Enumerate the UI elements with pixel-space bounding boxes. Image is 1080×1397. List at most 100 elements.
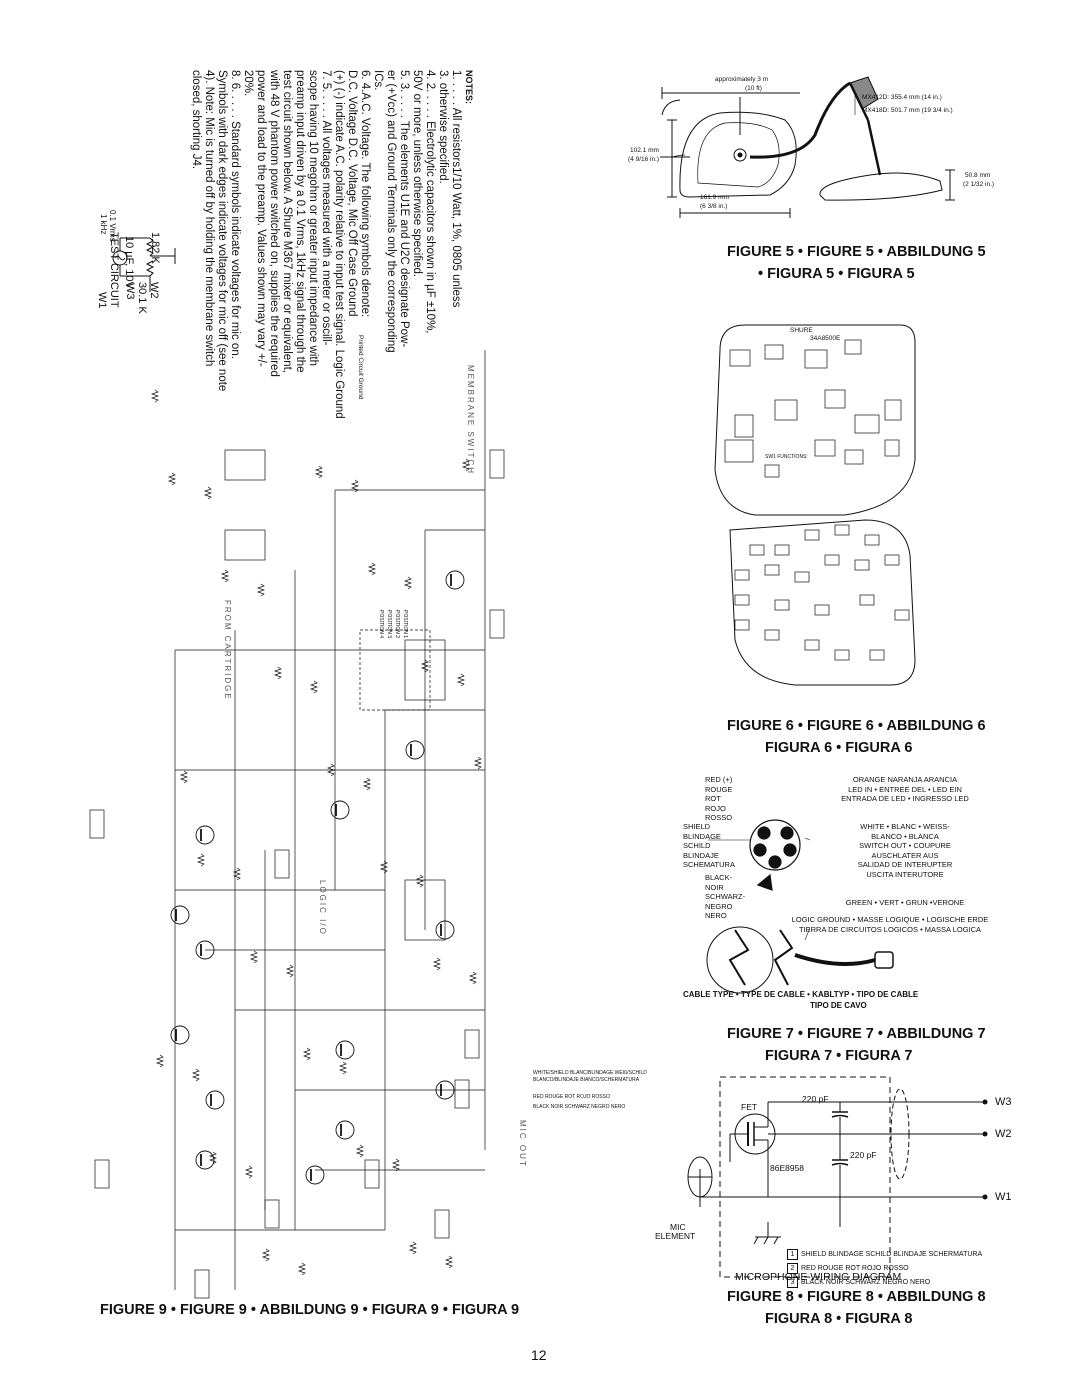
voltage-box	[454, 1079, 470, 1109]
pcb-component	[774, 599, 790, 611]
transistor-symbol	[170, 1025, 190, 1045]
pcb-component	[794, 571, 810, 583]
figure-6-pcb	[714, 324, 916, 686]
pcb-component	[884, 439, 900, 457]
resistor-symbol	[473, 756, 483, 770]
resistor-symbol	[362, 777, 372, 791]
resistor-symbol	[444, 1255, 454, 1269]
figure-6-caption-1: FIGURE 6 • FIGURE 6 • ABBILDUNG 6	[727, 718, 986, 734]
pcb-component	[869, 649, 885, 661]
transistor-symbol	[445, 570, 465, 590]
pcb-component	[749, 544, 765, 556]
resistor-symbol	[196, 853, 206, 867]
fig7-cable-type-2: TIPO DE CAVO	[810, 1001, 867, 1010]
fig8-legend-3: BLACK NOIR SCHWARZ NEGRO NERO	[801, 1279, 931, 1286]
schematic-figure-9	[89, 350, 505, 1299]
pcb-component	[734, 569, 750, 581]
pcb-component	[804, 349, 828, 369]
resistor-symbol	[367, 562, 377, 576]
fig8-w3: W3	[995, 1096, 1012, 1108]
fig8-part: 86E8958	[770, 1163, 805, 1173]
membrane-switch-label: MEMBRANE SWITCH	[466, 365, 475, 475]
mic-out-label: MIC OUT	[518, 1120, 527, 1168]
test-w3: W3	[124, 283, 136, 300]
voltage-box	[274, 849, 290, 879]
pcb-component	[729, 349, 751, 367]
resistor-symbol	[326, 763, 336, 777]
pcb-component	[844, 449, 864, 465]
test-circuit	[112, 237, 176, 292]
fig8-fet: FET	[741, 1102, 758, 1112]
resistor-symbol	[408, 1241, 418, 1255]
position-3: POSITION 3	[386, 610, 392, 639]
wire-label-1: WHITE/SHIELD BLANC/BLINDAGE WEIß/SCHILD	[533, 1070, 647, 1076]
figure-8-caption-1: FIGURE 8 • FIGURE 8 • ABBILDUNG 8	[727, 1289, 986, 1305]
pcb-component	[764, 464, 780, 478]
transistor-symbol	[205, 1090, 225, 1110]
resistor-symbol	[403, 576, 413, 590]
resistor-symbol	[302, 1047, 312, 1061]
resistor-symbol	[297, 1262, 307, 1276]
fig5-height-in: (4 9/16 in.)	[628, 156, 660, 163]
fig5-base-mm: 50.8 mm	[965, 172, 991, 179]
figure-5-caption-2: • FIGURA 5 • FIGURA 5	[758, 266, 915, 282]
figure-9-caption: FIGURE 9 • FIGURE 9 • ABBILDUNG 9 • FIGU…	[100, 1302, 520, 1318]
transistor-symbol	[305, 1165, 325, 1185]
fig5-dim-length: approximately 3 m	[715, 76, 769, 83]
voltage-box	[89, 809, 105, 839]
wire-label-2: BLANCO/BLINDAJE BIANCO/SCHERMATURA	[533, 1077, 640, 1083]
fig7-cable-type: CABLE TYPE • TYPE DE CABLE • KABLTYP • T…	[683, 990, 919, 999]
pcb-component	[834, 524, 850, 536]
resistor-symbol	[179, 770, 189, 784]
resistor-symbol	[391, 1158, 401, 1172]
pcb-component	[854, 414, 880, 434]
resistor-symbol	[468, 971, 478, 985]
pcb-component	[824, 554, 840, 566]
pcb-component	[814, 604, 830, 616]
resistor-symbol	[309, 680, 319, 694]
fig8-w2: W2	[995, 1128, 1012, 1140]
transistor-symbol	[195, 825, 215, 845]
voltage-box	[464, 1029, 480, 1059]
fig7-right-labels-b: WHITE • BLANC • WEISS- BLANCO • BLANCA S…	[857, 822, 953, 879]
fig8-mic: MIC	[670, 1222, 686, 1232]
pcb-component	[734, 414, 754, 438]
resistor-symbol	[203, 486, 213, 500]
figure-7-caption-1: FIGURE 7 • FIGURE 7 • ABBILDUNG 7	[727, 1026, 986, 1042]
pcb-component	[884, 554, 900, 566]
fig5-width-mm: 161.9 mm	[700, 194, 729, 201]
pcb-component	[824, 389, 846, 409]
pcb-component	[764, 344, 784, 360]
pcb-component	[884, 399, 902, 421]
resistor-symbol	[350, 479, 360, 493]
test-r1: 1.82 K	[149, 232, 161, 264]
fig8-cap2: 220 pF	[850, 1150, 877, 1160]
pcb-component	[724, 439, 754, 463]
transistor-symbol	[405, 740, 425, 760]
test-r2: 30.1 K	[136, 282, 148, 314]
voltage-box	[489, 609, 505, 639]
figure-6-caption-2: FIGURA 6 • FIGURA 6	[765, 740, 913, 756]
test-freq: 1 kHz	[99, 214, 108, 235]
figure-8-caption-2: FIGURA 8 • FIGURA 8	[765, 1311, 913, 1327]
resistor-symbol	[167, 472, 177, 486]
fig7-right-labels-c: GREEN • VERT • GRUN •VERONE	[845, 898, 965, 907]
fig8-title: MICROPHONE WIRING DIAGRAM	[735, 1271, 902, 1283]
resistor-symbol	[285, 964, 295, 978]
pcb-component	[814, 439, 836, 457]
fig8-wiring-diagram	[687, 1076, 988, 1278]
resistor-symbol	[244, 1165, 254, 1179]
resistor-symbol	[338, 1061, 348, 1075]
fig5-height-mm: 102.1 mm	[630, 147, 659, 154]
figure-5-drawing	[660, 76, 955, 218]
voltage-box	[489, 449, 505, 479]
voltage-box	[364, 1159, 380, 1189]
fig8-element: ELEMENT	[655, 1231, 696, 1241]
transistor-symbol	[435, 1080, 455, 1100]
fig5-dim-length-ft: (10 ft)	[745, 85, 762, 92]
resistor-symbol	[355, 1144, 365, 1158]
voltage-box	[434, 1209, 450, 1239]
fig8-legend: 1 SHIELD BLINDAGE SCHILD BLINDAJE SCHERM…	[787, 1249, 982, 1288]
